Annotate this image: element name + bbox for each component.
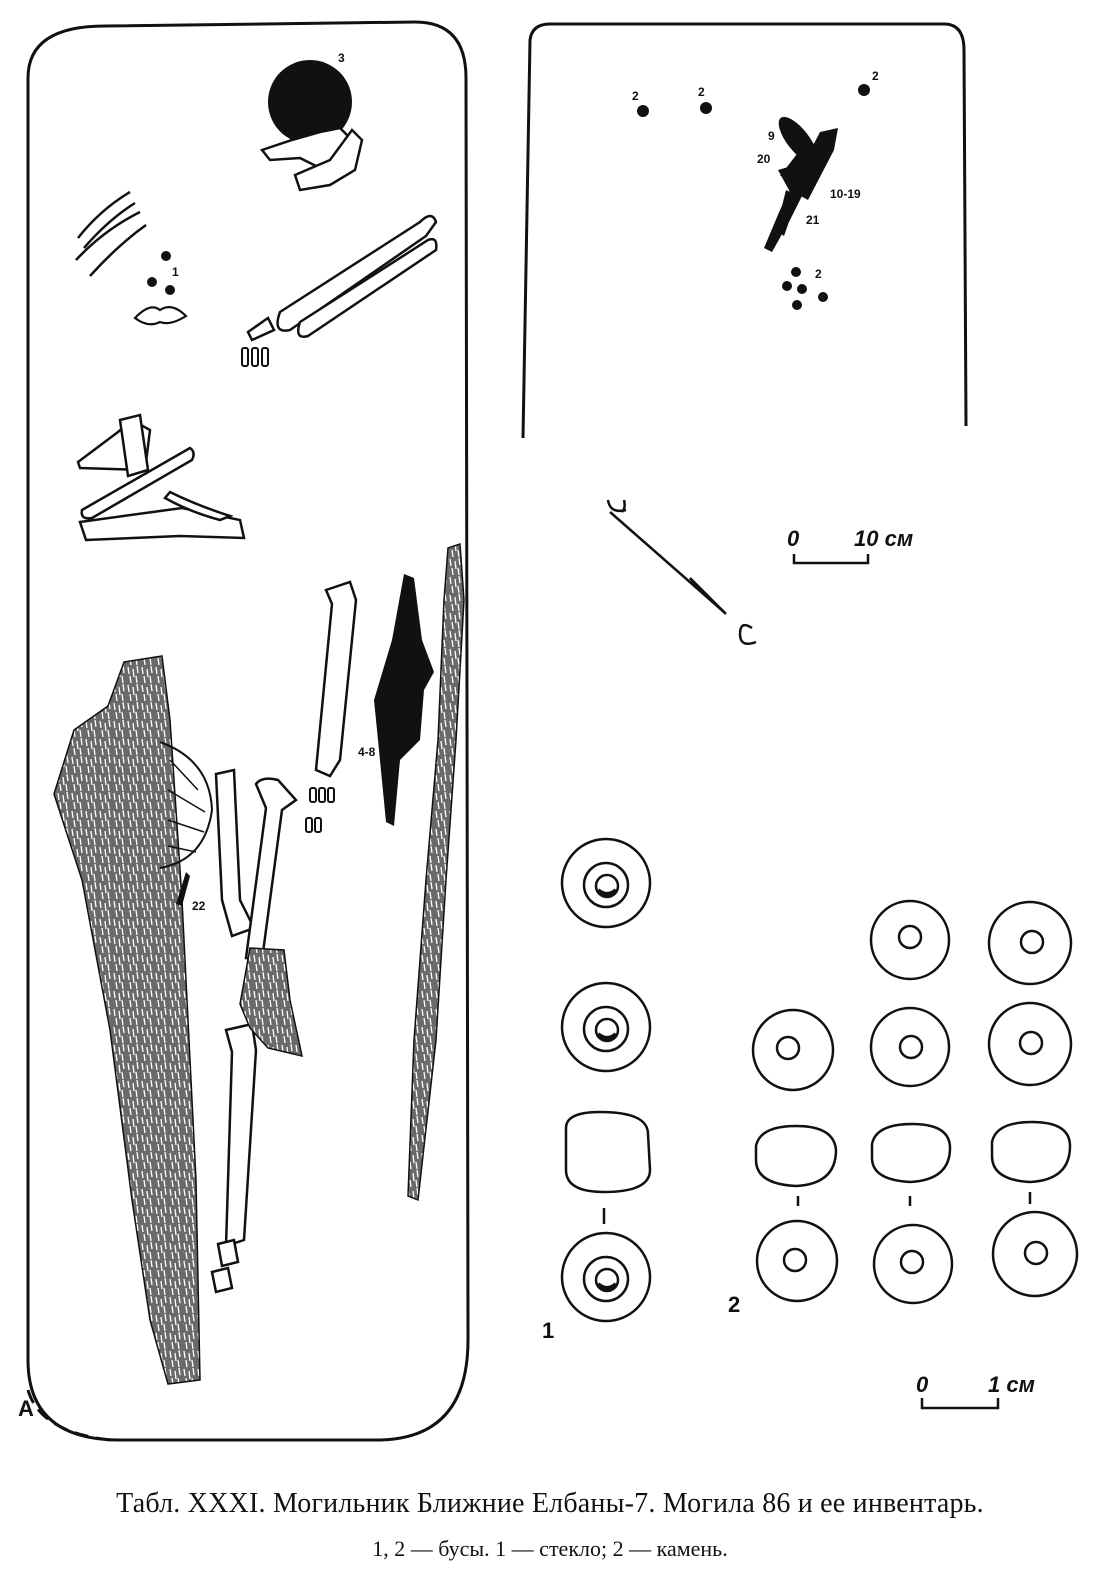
bead-stone <box>991 1210 1079 1298</box>
items-4-8 <box>374 574 434 826</box>
leg-bones <box>210 580 358 1294</box>
bead-stone <box>755 1219 839 1303</box>
bead-stone-profile <box>870 1122 952 1184</box>
orientation-arrow <box>606 499 757 645</box>
label-pot-3: 3 <box>338 51 345 65</box>
bead-group-2 <box>751 899 1079 1305</box>
pot-3 <box>268 60 352 144</box>
caption-legend: 1, 2 — бусы. 1 — стекло; 2 — камень. <box>372 1536 728 1561</box>
label-item-21: 21 <box>806 213 820 227</box>
grave-pit-outline-left <box>26 24 106 840</box>
beads-1 <box>147 251 175 295</box>
bead-glass <box>560 981 652 1073</box>
bead-glass <box>560 1231 652 1323</box>
label-bead-c: 2 <box>872 69 879 83</box>
label-item-9: 9 <box>768 129 775 143</box>
ribs <box>75 190 147 277</box>
label-bead-a: 2 <box>632 89 639 103</box>
label-bead-cluster: 2 <box>815 267 822 281</box>
beads-2 <box>637 84 870 310</box>
bead-group-1 <box>560 837 652 1323</box>
pelvis-bones <box>76 413 246 542</box>
scale-large-value: 10 см <box>854 526 913 551</box>
knee-joint <box>159 741 214 869</box>
grave-pit-dashed-corner <box>26 1389 111 1442</box>
foot-bones <box>305 787 335 833</box>
items-9-21 <box>764 116 838 252</box>
bead-stone <box>869 899 951 981</box>
bead-stone <box>872 1223 954 1305</box>
skull-fragment <box>293 128 364 192</box>
upper-pit-outline <box>521 22 968 439</box>
hand-bones <box>241 347 269 367</box>
panel-letter-A: А <box>18 1396 34 1421</box>
scale-small-value: 1 см <box>988 1372 1035 1397</box>
label-bead-b: 2 <box>698 85 705 99</box>
bead-stone-profile <box>754 1124 838 1188</box>
scale-small-zero: 0 <box>916 1372 929 1397</box>
upper-plan: 2 2 2 2 9 20 10-19 21 <box>521 22 968 439</box>
vertebra <box>133 305 188 326</box>
bead-glass-profile <box>564 1110 652 1194</box>
arm-bones <box>246 214 438 342</box>
bead-stone <box>869 1006 951 1088</box>
bead-group-2-label: 2 <box>728 1292 740 1317</box>
label-item-22: 22 <box>192 899 206 913</box>
bead-stone <box>751 1008 835 1092</box>
scale-large-zero: 0 <box>787 526 800 551</box>
label-items-4-8: 4-8 <box>358 745 376 759</box>
label-item-20: 20 <box>757 152 771 166</box>
bark-strip-right <box>407 542 465 1202</box>
bead-glass <box>560 837 652 929</box>
grave-plan: 1 22 <box>18 20 470 1442</box>
bark-wrapping-knee <box>239 947 303 1058</box>
label-items-10-19: 10-19 <box>830 187 861 201</box>
scale-bar-large: 0 10 см <box>787 526 913 565</box>
grave-pit-outline <box>26 20 470 1442</box>
label-beads-1: 1 <box>172 265 179 279</box>
scale-bar-small: 0 1 см <box>916 1372 1035 1410</box>
bead-group-1-label: 1 <box>542 1318 554 1343</box>
item-22 <box>176 872 190 906</box>
knee-joint-lines <box>167 759 206 853</box>
bead-stone <box>987 900 1073 986</box>
bark-wrapping-large <box>53 655 201 1385</box>
caption-title: Табл. XXXI. Могильник Ближние Елбаны-7. … <box>116 1488 984 1519</box>
bead-stone-profile <box>990 1120 1072 1184</box>
bead-stone <box>987 1001 1073 1087</box>
